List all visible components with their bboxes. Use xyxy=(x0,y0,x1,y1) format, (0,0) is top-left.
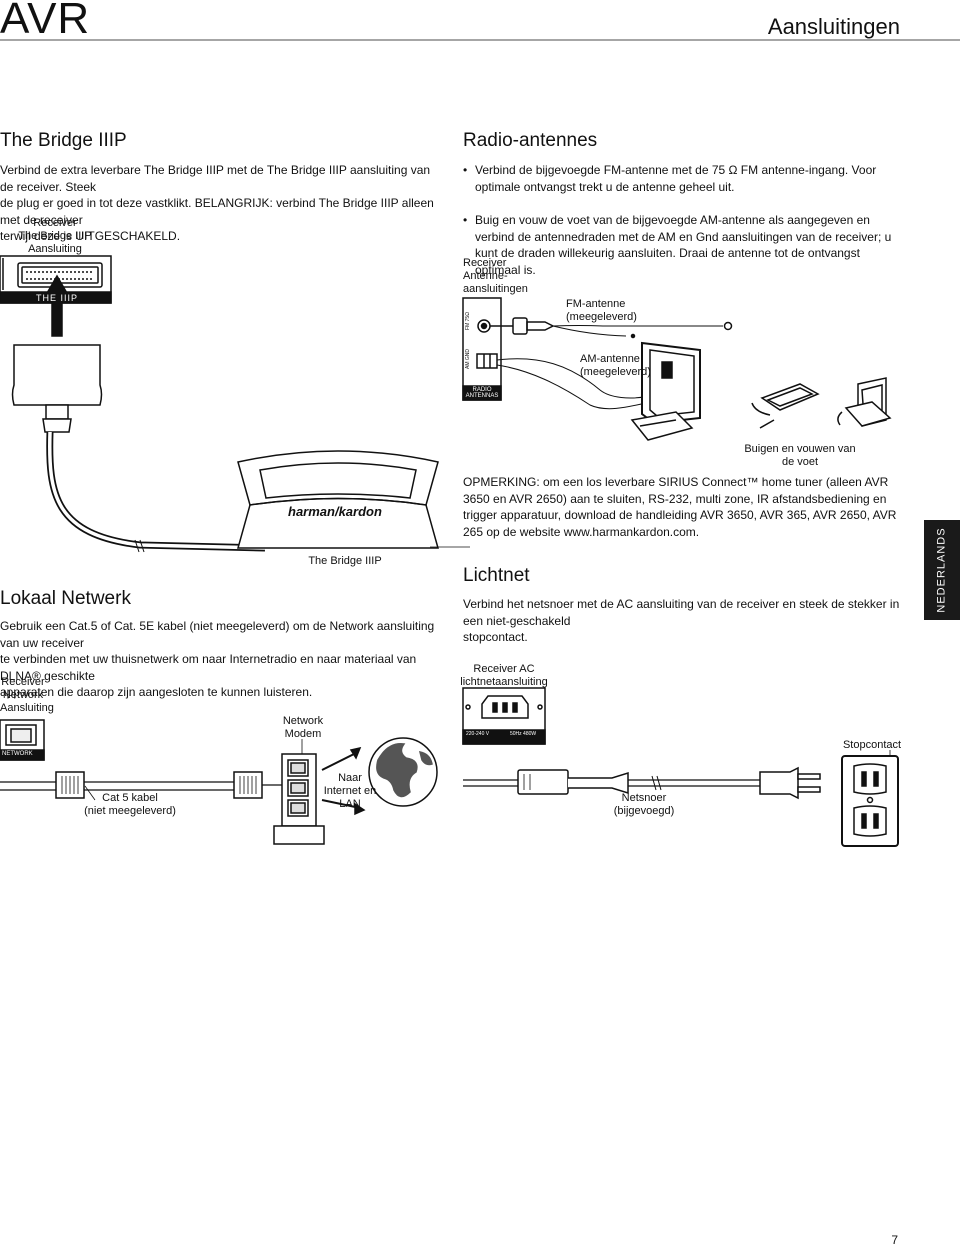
modem-device xyxy=(273,753,325,845)
label-line: (meegeleverd) xyxy=(566,311,637,323)
radio-heading: Radio-antennes xyxy=(463,130,598,151)
bridge-text-line: Verbind de extra leverbare The Bridge II… xyxy=(0,163,431,194)
panel-fm-label: FM 75Ω xyxy=(464,312,471,330)
power-cord-label: Netsnoer (bijgevoegd) xyxy=(606,792,682,818)
power-text-line: Verbind het netsnoer met de AC aansluiti… xyxy=(463,597,900,628)
label-line: Internet en xyxy=(323,785,377,797)
network-port-label: NETWORK xyxy=(2,751,33,757)
label-line: (bijgevoegd) xyxy=(613,805,675,817)
label-line: de voet xyxy=(781,456,819,468)
label-line: (niet meegeleverd) xyxy=(84,805,176,817)
arrow-down xyxy=(321,799,361,809)
label-line: Receiver AC xyxy=(473,663,535,675)
arrow-up xyxy=(321,751,359,771)
label-line: lichtnetaansluiting xyxy=(460,676,548,688)
antenna-receiver-label: Receiver Antenne- aansluitingen xyxy=(463,257,553,296)
modem-label: Network Modem xyxy=(270,715,336,741)
section-title: Aansluitingen xyxy=(767,14,900,39)
insert-arrow xyxy=(41,274,73,337)
note-text: OPMERKING: om een los leverbare SIRIUS C… xyxy=(463,475,897,539)
antenna-panel xyxy=(462,297,502,401)
fm-antenna xyxy=(490,317,733,339)
fold-illustration-2 xyxy=(837,377,892,427)
fold-illustration-1 xyxy=(751,383,820,429)
bridge-receiver-label: Receiver The Bridge IIIP Aansluiting xyxy=(0,217,110,256)
label-line: RADIO xyxy=(472,387,492,393)
rj45-plug-left xyxy=(55,771,85,799)
label-line: aansluitingen xyxy=(463,283,528,295)
iec-plug xyxy=(517,769,569,795)
label-line: Naar xyxy=(338,772,362,784)
panel-am-label: AM GND xyxy=(465,349,471,369)
am-wire-2 xyxy=(496,364,651,410)
label-line: FM-antenne xyxy=(566,298,626,310)
power-text: Verbind het netsnoer met de AC aansluiti… xyxy=(463,596,903,646)
network-port-panel xyxy=(0,719,45,761)
label-line: Modem xyxy=(284,728,322,740)
bridge-heading: The Bridge IIIP xyxy=(0,130,127,151)
radio-bullet: Buig en vouw de voet van de bijgevoegde … xyxy=(463,212,903,278)
power-text-line: stopcontact. xyxy=(463,630,528,644)
globe xyxy=(368,737,438,807)
network-text-line: apparaten die daarop zijn aangesloten te… xyxy=(0,685,313,699)
label-line: Cat 5 kabel xyxy=(102,792,158,804)
panel-radio-label: RADIO ANTENNAS xyxy=(463,387,501,399)
internet-label: Naar Internet en LAN xyxy=(322,772,378,811)
label-line: Netsnoer xyxy=(621,792,667,804)
label-line: ANTENNAS xyxy=(465,393,499,399)
outlet xyxy=(841,755,899,847)
am-loop-antenna xyxy=(630,341,701,441)
label-line: Network xyxy=(2,689,44,701)
power-heading: Lichtnet xyxy=(463,565,530,586)
radio-bullet: Verbind de bijgevoegde FM-antenne met de… xyxy=(463,162,903,195)
wall-plug xyxy=(759,766,821,800)
label-line: Receiver xyxy=(33,217,77,229)
ac-receiver-label: Receiver AC lichtnetaansluiting xyxy=(458,663,550,689)
network-text-line: te verbinden met uw thuisnetwerk om naar… xyxy=(0,652,417,683)
bridge-port-label: THE IIIP xyxy=(36,293,79,303)
network-text-line: Gebruik een Cat.5 of Cat. 5E kabel (niet… xyxy=(0,619,435,650)
label-line: Receiver xyxy=(1,676,45,688)
am-wire-1 xyxy=(496,358,651,399)
bridge-plug xyxy=(11,344,103,433)
harman-kardon-logo: harman/kardon xyxy=(288,504,382,519)
rating-right: 50Hz 480W xyxy=(510,731,537,737)
language-tab: NEDERLANDS xyxy=(924,520,960,620)
label-line: Antenne- xyxy=(463,270,508,282)
language-tab-label: NEDERLANDS xyxy=(936,527,948,613)
rj45-plug-right xyxy=(233,771,263,799)
bridge-cable xyxy=(46,431,266,552)
label-line: (meegeleverd) xyxy=(580,366,651,378)
network-heading: Lokaal Netwerk xyxy=(0,588,131,609)
bridge-device-label: The Bridge IIIP xyxy=(308,555,382,567)
bridge-text-line: terwijl deze is UITGESCHAKELD. xyxy=(0,229,181,243)
bridge-text-line: de plug er goed in tot deze vastklikt. B… xyxy=(0,196,434,227)
bridge-dock xyxy=(237,450,439,549)
label-line: Receiver xyxy=(463,257,507,269)
outlet-label: Stopcontact xyxy=(842,739,902,751)
am-antenna-label: AM-antenne (meegeleverd) xyxy=(580,353,670,379)
radio-bullet-list: Verbind de bijgevoegde FM-antenne met de… xyxy=(463,162,903,295)
cat5-cable-label: Cat 5 kabel (niet meegeleverd) xyxy=(80,792,180,818)
label-line: LAN xyxy=(339,798,361,810)
ac-inlet-panel xyxy=(462,687,546,745)
rating-left: 220-240 V xyxy=(466,731,490,737)
network-receiver-label: Receiver Network Aansluiting xyxy=(0,676,54,715)
label-line: Aansluiting xyxy=(0,702,54,714)
label-line: AM-antenne xyxy=(580,353,640,365)
fm-antenna-label: FM-antenne (meegeleverd) xyxy=(566,298,656,324)
label-line: The Bridge IIIP xyxy=(18,230,92,242)
label-line: Aansluiting xyxy=(28,243,82,255)
bridge-text: Verbind de extra leverbare The Bridge II… xyxy=(0,162,440,245)
label-line: Buigen en vouwen van xyxy=(744,443,856,455)
network-text: Gebruik een Cat.5 of Cat. 5E kabel (niet… xyxy=(0,618,440,701)
page-number: 7 xyxy=(891,1233,898,1247)
fold-label: Buigen en vouwen van de voet xyxy=(740,443,860,469)
brand-logo: AVR xyxy=(0,0,91,43)
label-line: Network xyxy=(282,715,324,727)
